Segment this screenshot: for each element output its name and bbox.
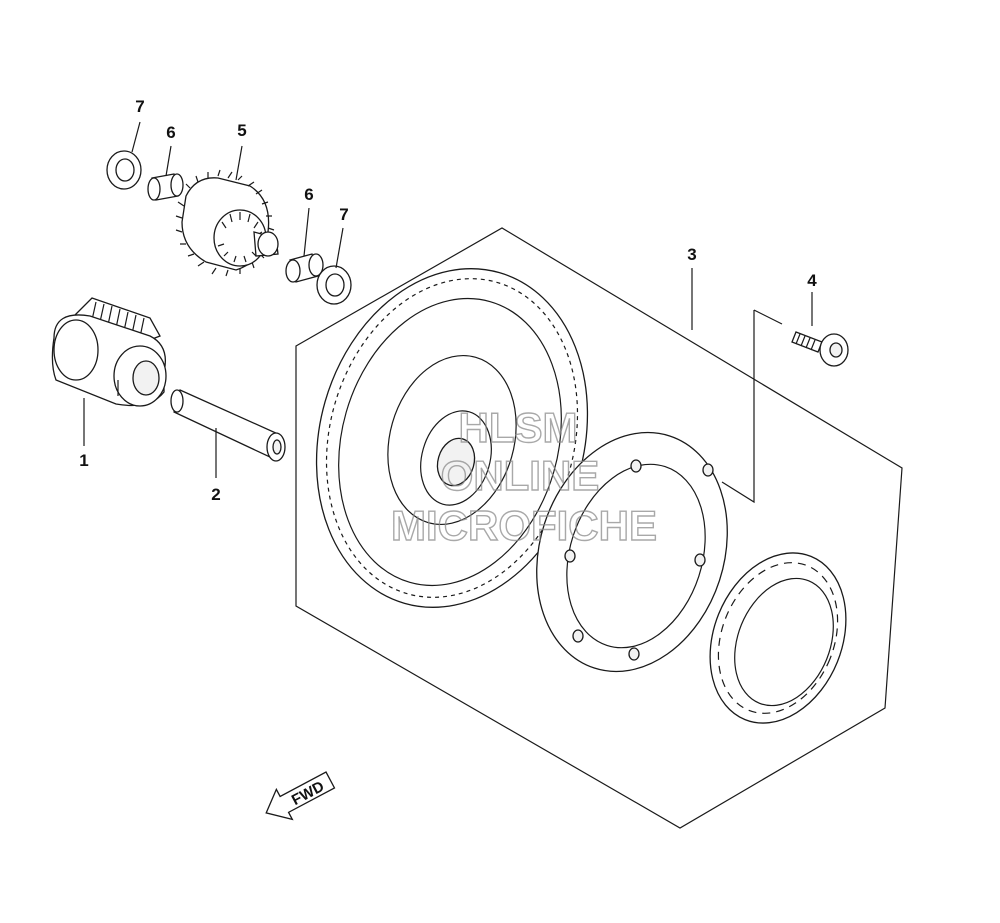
- part-6-bushing-right[interactable]: [285, 253, 324, 283]
- callout-2: 2: [211, 485, 220, 504]
- fwd-arrow: FWD: [265, 771, 336, 821]
- leader-lines: [83, 121, 813, 504]
- part-3-clutch-rollers: [717, 562, 839, 714]
- callout-4: 4: [807, 271, 817, 290]
- watermark-line-3: MICROFICHE: [391, 502, 657, 549]
- part-3-starter-gear[interactable]: [278, 236, 627, 639]
- callout-5: 5: [237, 121, 246, 140]
- part-4-bolt[interactable]: [791, 331, 849, 367]
- callout-7-left: 7: [135, 97, 144, 116]
- part-5-reduction-gear[interactable]: [175, 169, 279, 277]
- part-7-washer-right[interactable]: [316, 265, 352, 305]
- callout-6-right: 6: [304, 185, 313, 204]
- part-1-idle-gear[interactable]: [51, 297, 167, 407]
- part-7-washer-left[interactable]: [106, 150, 142, 190]
- callout-labels: 1 2 3 4 5 6 6 7 7: [79, 97, 817, 504]
- watermark-line-2: ONLINE: [441, 452, 600, 499]
- callout-7-right: 7: [339, 205, 348, 224]
- callout-1: 1: [79, 451, 88, 470]
- part-3-one-way-clutch[interactable]: [686, 532, 871, 743]
- part-1-teeth: [91, 301, 145, 338]
- part-2-shaft[interactable]: [170, 389, 286, 462]
- part-3-gear-teeth: [325, 278, 579, 598]
- part-3-housing-bolt-holes: [564, 459, 714, 661]
- watermark: HLSM ONLINE MICROFICHE: [390, 403, 657, 549]
- part-4-bolt-thread: [795, 333, 816, 351]
- watermark-line-1: HLSM: [459, 404, 578, 451]
- callout-6-left: 6: [166, 123, 175, 142]
- part-3-clutch-housing[interactable]: [507, 408, 757, 697]
- part-6-bushing-left[interactable]: [147, 173, 184, 201]
- callout-3: 3: [687, 245, 696, 264]
- assembly-frame: [295, 227, 903, 829]
